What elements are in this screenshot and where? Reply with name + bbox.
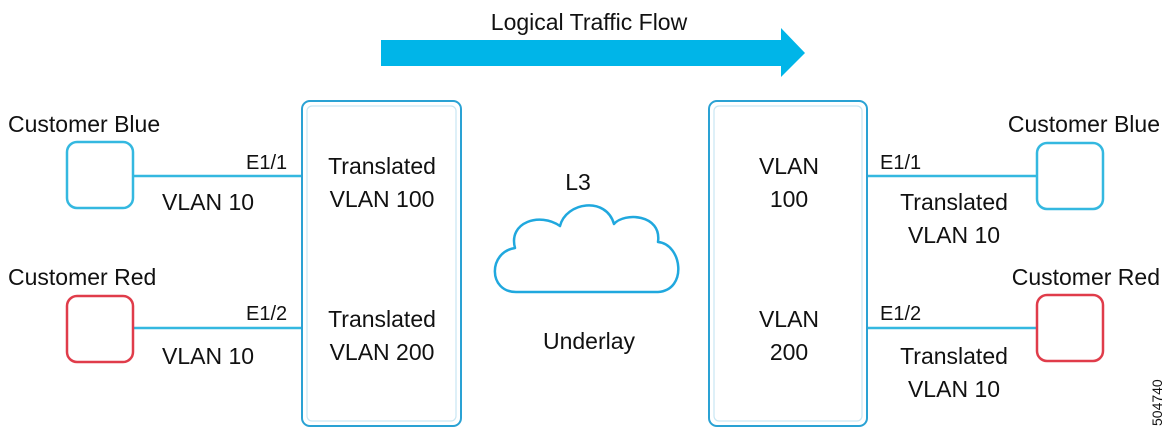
left-switch-bottom-line2: VLAN 200 (329, 339, 435, 365)
right-customer-blue-device (1035, 141, 1105, 211)
left-customer-blue-label: Customer Blue (8, 111, 161, 137)
right-switch-bottom-text: VLAN 200 (759, 303, 819, 369)
left-customer-red-label: Customer Red (8, 264, 157, 290)
right-customer-blue-label: Customer Blue (1007, 111, 1160, 137)
figure-id: 504740 (1149, 379, 1165, 426)
left-switch-bottom-text: Translated VLAN 200 (328, 303, 436, 369)
l3-cloud (493, 204, 680, 294)
right-vlan-red-text: Translated VLAN 10 (900, 340, 1008, 406)
right-switch (708, 100, 868, 427)
left-vlan-blue-label: VLAN 10 (162, 189, 255, 215)
right-switch-top-line1: VLAN (758, 153, 820, 179)
left-customer-red-device (65, 294, 135, 364)
right-vlan-blue-line1: Translated (900, 189, 1008, 215)
right-vlan-red-line2: VLAN 10 (907, 376, 1001, 402)
right-switch-top-text: VLAN 100 (759, 150, 819, 216)
left-vlan-red-label: VLAN 10 (162, 343, 255, 369)
left-switch-bottom-line1: Translated (328, 306, 436, 332)
cloud-top-label: L3 (565, 169, 591, 195)
right-switch-top-line2: 100 (769, 186, 809, 212)
left-switch-top-text: Translated VLAN 100 (328, 150, 436, 216)
right-switch-bottom-line2: 200 (769, 339, 809, 365)
right-switch-bottom-line1: VLAN (758, 306, 820, 332)
right-port-blue-label: E1/1 (880, 152, 922, 174)
traffic-flow-arrow (381, 28, 805, 77)
left-switch (301, 100, 462, 427)
diagram-title: Logical Traffic Flow (490, 9, 688, 35)
left-port-blue-label: E1/1 (246, 152, 288, 174)
right-port-red-label: E1/2 (880, 303, 922, 325)
left-switch-top-line2: VLAN 100 (329, 186, 435, 212)
right-customer-red-device (1035, 293, 1105, 363)
right-vlan-blue-text: Translated VLAN 10 (900, 186, 1008, 252)
left-port-red-label: E1/2 (246, 303, 288, 325)
cloud-bottom-label: Underlay (542, 328, 636, 354)
left-switch-top-line1: Translated (328, 153, 436, 179)
right-customer-red-label: Customer Red (1011, 264, 1160, 290)
right-vlan-blue-line2: VLAN 10 (907, 222, 1001, 248)
right-vlan-red-line1: Translated (900, 343, 1008, 369)
left-customer-blue-device (65, 140, 135, 210)
